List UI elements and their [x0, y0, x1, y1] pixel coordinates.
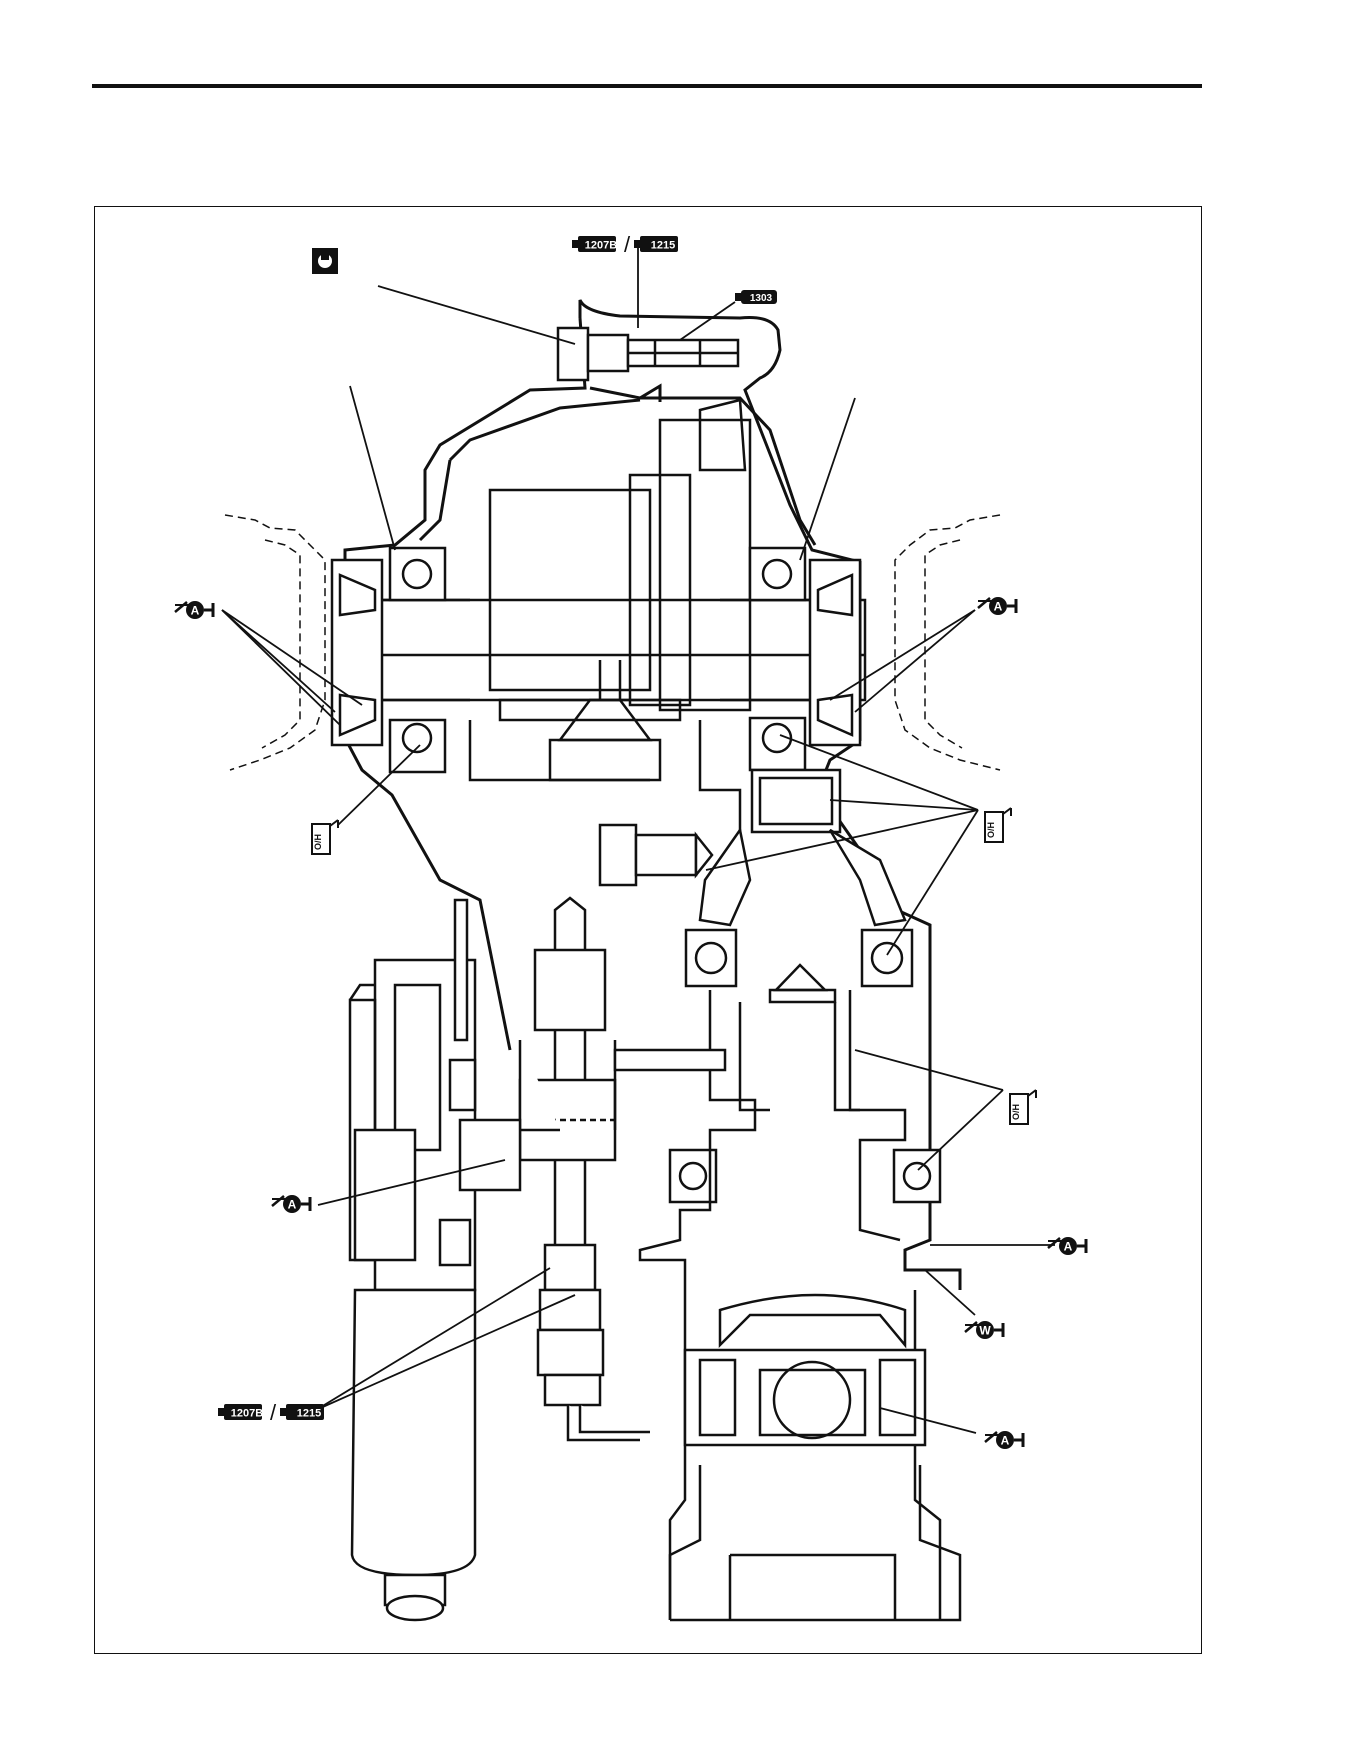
right-flange-outline: [895, 515, 1000, 770]
middle-bolt: [600, 825, 712, 885]
grease-letter: A: [288, 1198, 297, 1212]
grease-letter: A: [994, 600, 1003, 614]
grease-label-output-seal: A: [1048, 1237, 1086, 1255]
grease-letter: A: [191, 604, 200, 618]
sealant-a-code: 1207B: [231, 1408, 263, 1420]
oil-label-left: O/H: [312, 820, 338, 854]
sealant-b-code: 1215: [297, 1408, 321, 1420]
grease-label-yoke: A: [985, 1431, 1023, 1449]
sealant-a-code: 1207B: [585, 240, 617, 252]
grease-label-left: A: [175, 601, 213, 619]
grease-label-lower-left: A: [272, 1195, 310, 1213]
grease-letter: W: [979, 1324, 991, 1338]
oil-code: O/H: [313, 834, 323, 850]
oil-code: O/H: [986, 822, 996, 838]
separator: /: [624, 232, 631, 257]
top-bolt: [558, 328, 738, 380]
oil-label-lower-right: O/H: [1010, 1090, 1036, 1124]
right-seal-assembly: [720, 548, 860, 770]
grease-label-w: W: [965, 1321, 1003, 1339]
separator: /: [270, 1400, 277, 1425]
left-seal-assembly: [332, 548, 470, 772]
left-flange-outline: [225, 515, 325, 770]
sealant-label-top: 1207B / 1215: [572, 232, 678, 257]
shift-motor: [350, 900, 520, 1620]
sealant-label-bottom: 1207B / 1215: [218, 1400, 324, 1425]
output-yoke: [685, 1295, 925, 1445]
middle-bearing: [700, 770, 905, 925]
grease-label-right: A: [978, 597, 1016, 615]
grease-letter: A: [1001, 1434, 1010, 1448]
oil-code: O/H: [1011, 1104, 1021, 1120]
threadlock-label: 1303: [735, 290, 777, 304]
grease-letter: A: [1064, 1240, 1073, 1254]
threadlock-code: 1303: [750, 293, 773, 304]
sealant-b-code: 1215: [651, 240, 675, 252]
oil-label-right: O/H: [985, 808, 1011, 842]
torque-wrench-icon: [312, 248, 338, 274]
